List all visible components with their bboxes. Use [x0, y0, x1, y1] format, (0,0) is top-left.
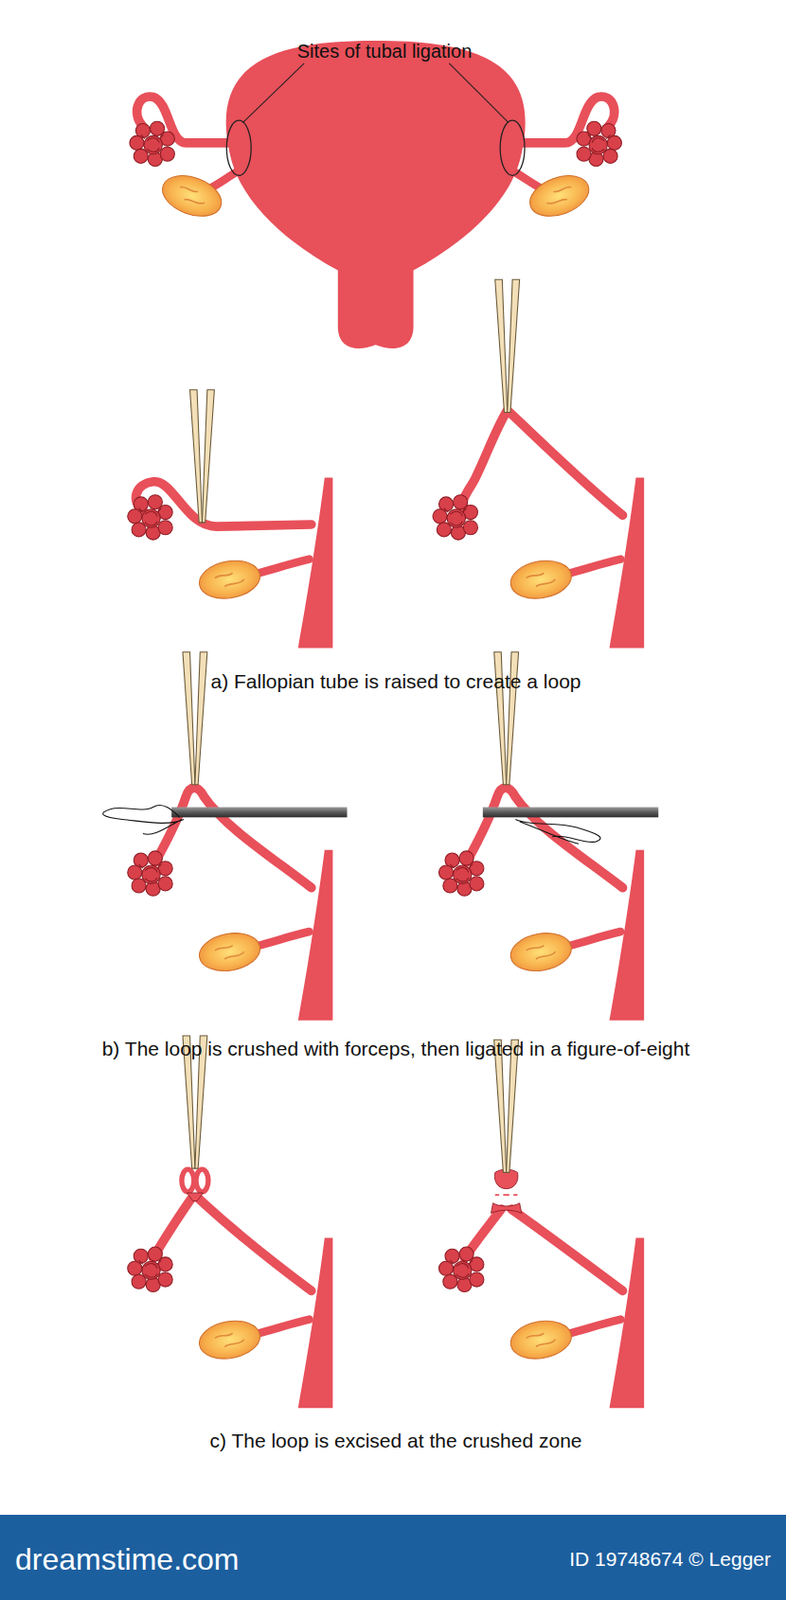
step-caption: b) The loop is crushed with forceps, the… — [102, 1036, 691, 1061]
step-caption: c) The loop is excised at the crushed zo… — [209, 1429, 582, 1453]
image-id: ID 19748674 © Legger — [569, 1547, 771, 1572]
step-caption: a) Fallopian tube is raised to create a … — [210, 669, 581, 694]
callout-label: Sites of tubal ligation — [297, 39, 473, 63]
watermark: dreamstime.com — [15, 1541, 240, 1578]
